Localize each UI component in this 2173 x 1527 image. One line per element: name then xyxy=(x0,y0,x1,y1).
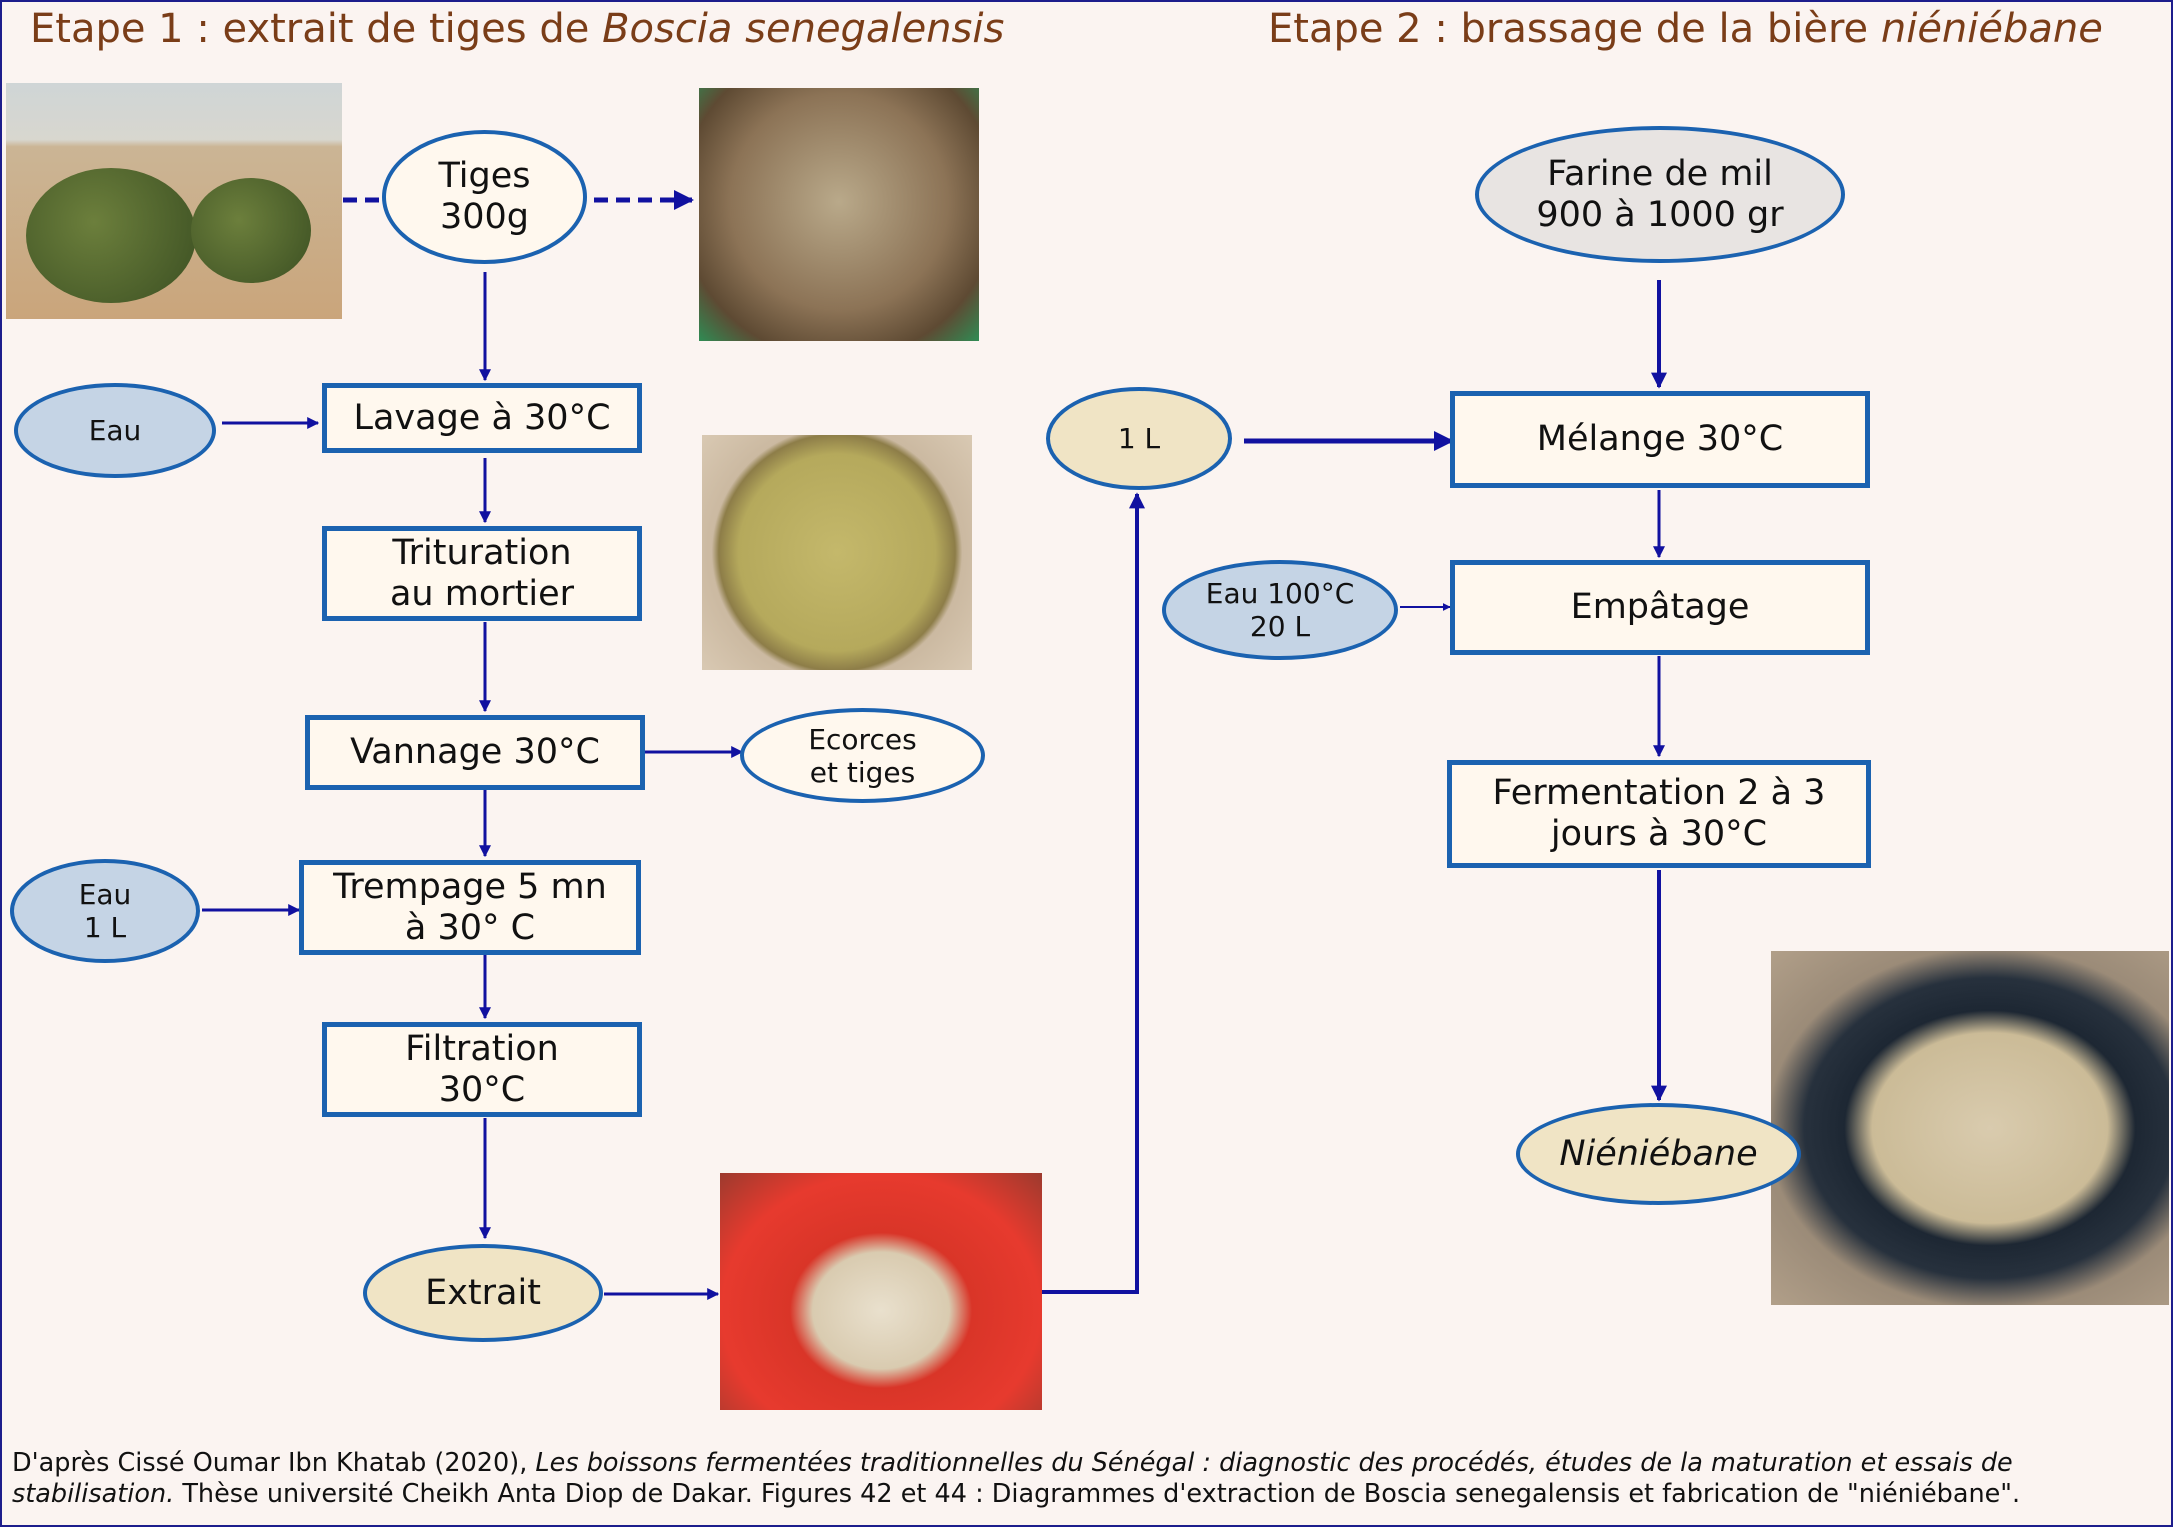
arrow-bucket-to-extract-volume xyxy=(1042,492,1145,1294)
credit-thesis-title: Les boissons fermentées traditionnelles … xyxy=(12,1448,2013,1509)
stems-basket-photo xyxy=(699,88,979,341)
shrubs-photo xyxy=(6,83,342,319)
extract-bucket-photo xyxy=(720,1173,1042,1410)
step2-title-lead: Etape 2 : brassage de la bière xyxy=(1268,6,1881,52)
soaking-step: Trempage 5 mn à 30° C xyxy=(299,860,641,955)
credit-prefix: D'après Cissé Oumar Ibn Khatab (2020), xyxy=(12,1448,536,1478)
ground-stems-tray-photo xyxy=(702,435,972,670)
step1-title-lead: Etape 1 : extrait de tiges de xyxy=(30,6,603,52)
step1-title-species: Boscia senegalensis xyxy=(602,6,1005,52)
winnowing-step: Vannage 30°C xyxy=(305,715,645,790)
water-soak-node: Eau 1 L xyxy=(10,859,200,963)
step1-title: Etape 1 : extrait de tiges de Boscia sen… xyxy=(30,6,1004,52)
step2-title: Etape 2 : brassage de la bière niéniéban… xyxy=(1268,6,2103,52)
niéniébane-product-node: Niéniébane xyxy=(1516,1103,1801,1205)
source-credit: D'après Cissé Oumar Ibn Khatab (2020), L… xyxy=(12,1448,2162,1510)
hot-water-node: Eau 100°C 20 L xyxy=(1162,560,1398,660)
water-wash-node: Eau xyxy=(14,383,216,478)
extract-node: Extrait xyxy=(363,1244,603,1342)
stems-node: Tiges 300g xyxy=(382,130,587,264)
step2-title-beer: niéniébane xyxy=(1880,6,2103,52)
mashing-step: Empâtage xyxy=(1450,560,1870,655)
washing-step: Lavage à 30°C xyxy=(322,383,642,453)
niéniébane-basin-photo xyxy=(1771,951,2169,1305)
grinding-step: Trituration au mortier xyxy=(322,526,642,621)
credit-suffix: Thèse université Cheikh Anta Diop de Dak… xyxy=(174,1479,2021,1509)
mixing-step: Mélange 30°C xyxy=(1450,391,1870,488)
millet-flour-node: Farine de mil 900 à 1000 gr xyxy=(1475,126,1845,263)
filtration-step: Filtration 30°C xyxy=(322,1022,642,1117)
fermentation-step: Fermentation 2 à 3 jours à 30°C xyxy=(1447,760,1871,868)
extract-volume-node: 1 L xyxy=(1046,387,1232,490)
bark-waste-node: Ecorces et tiges xyxy=(740,708,985,803)
